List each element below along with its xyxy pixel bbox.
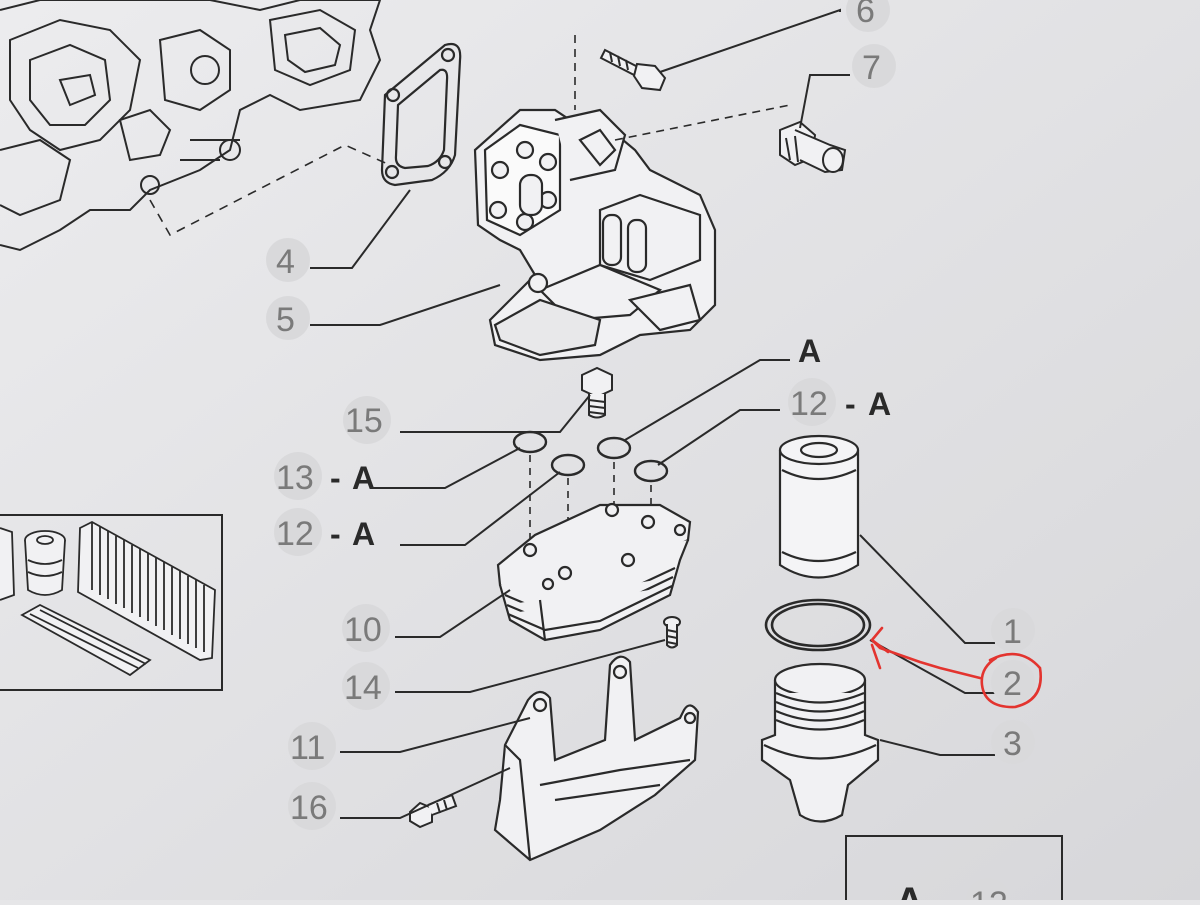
sensor-7-drawing xyxy=(779,120,847,174)
callout-12a-left-number: 12 xyxy=(276,515,314,553)
leader-15 xyxy=(400,394,591,433)
bottom-box-number: 12 xyxy=(970,885,1008,900)
callout-3: 3 xyxy=(1003,725,1022,763)
callout-11: 11 xyxy=(290,729,325,767)
callout-16: 16 xyxy=(290,789,328,827)
o-ring-12a-right xyxy=(633,459,669,483)
callout-1: 1 xyxy=(1003,613,1022,651)
dashed-alignment-line-3 xyxy=(614,104,791,141)
callout-12a-right-number: 12 xyxy=(790,385,828,423)
bolt-6-drawing xyxy=(599,48,667,92)
leader-5 xyxy=(310,284,501,326)
callout-letter-labels: - A - A - A A xyxy=(330,333,891,552)
callout-12a-left-dash: - xyxy=(330,516,341,552)
red-arrow-shaft xyxy=(870,638,982,680)
bolt-16-drawing xyxy=(409,793,458,829)
callout-2: 2 xyxy=(1003,665,1022,703)
dashed-alignment-line-1 xyxy=(149,144,391,237)
callout-10: 10 xyxy=(344,611,382,649)
callout-13a-number: 13 xyxy=(276,459,314,497)
bolt-15-drawing xyxy=(581,366,613,419)
callout-13a-dash: - xyxy=(330,460,341,496)
leader-lines xyxy=(310,8,995,819)
callout-12a-left-letter: A xyxy=(352,516,375,552)
bottom-box-letter: A xyxy=(895,880,924,900)
oil-filter-housing-drawing xyxy=(473,108,717,362)
leader-14 xyxy=(395,639,666,693)
leader-16 xyxy=(340,767,511,819)
inset-cabin-filter-icon xyxy=(20,603,152,677)
leader-10 xyxy=(395,589,511,638)
callout-a-top: A xyxy=(798,333,821,369)
leader-4 xyxy=(310,189,411,269)
red-circle-around-2 xyxy=(980,652,1043,709)
callout-bubbles xyxy=(266,0,1035,830)
callout-12a-right-dash: - xyxy=(845,386,856,422)
screw-14-drawing xyxy=(663,616,681,649)
o-ring-2-drawing xyxy=(764,598,872,652)
o-ring-12a-left xyxy=(550,453,586,477)
callout-13a-letter: A xyxy=(352,460,375,496)
red-arrow-tick xyxy=(870,643,882,670)
callout-7: 7 xyxy=(862,49,881,87)
callout-12a-right-letter: A xyxy=(868,386,891,422)
gasket-drawing xyxy=(380,42,462,187)
leader-6 xyxy=(659,8,841,73)
bottom-box-bubble xyxy=(966,878,1010,905)
leader-12a-right xyxy=(657,409,780,466)
filter-cap-drawing xyxy=(760,662,880,823)
inset-air-filter-icon xyxy=(77,520,216,661)
leader-a xyxy=(624,359,790,441)
leader-13a xyxy=(372,447,521,489)
red-markup xyxy=(870,626,1043,709)
callout-labels: 4 5 6 7 15 13 12 12 10 14 11 16 1 2 3 xyxy=(276,0,1022,827)
callout-4: 4 xyxy=(276,243,295,281)
inset-oil-filter-icons xyxy=(0,527,66,601)
inset-filters-box xyxy=(0,514,223,691)
engine-block-drawing xyxy=(0,0,382,252)
o-ring-a xyxy=(596,436,632,460)
filter-element-drawing xyxy=(778,434,860,579)
oil-cooler-drawing xyxy=(496,502,692,642)
callout-6: 6 xyxy=(856,0,875,30)
callout-5: 5 xyxy=(276,301,295,339)
leader-11 xyxy=(340,717,531,753)
callout-14: 14 xyxy=(344,669,382,707)
bracket-drawing xyxy=(493,655,700,862)
leader-12a-left xyxy=(400,471,561,546)
leader-1 xyxy=(859,534,995,644)
callout-15: 15 xyxy=(345,402,383,440)
leader-7 xyxy=(799,74,850,129)
leader-3 xyxy=(879,739,995,756)
red-arrow-head xyxy=(870,626,890,654)
